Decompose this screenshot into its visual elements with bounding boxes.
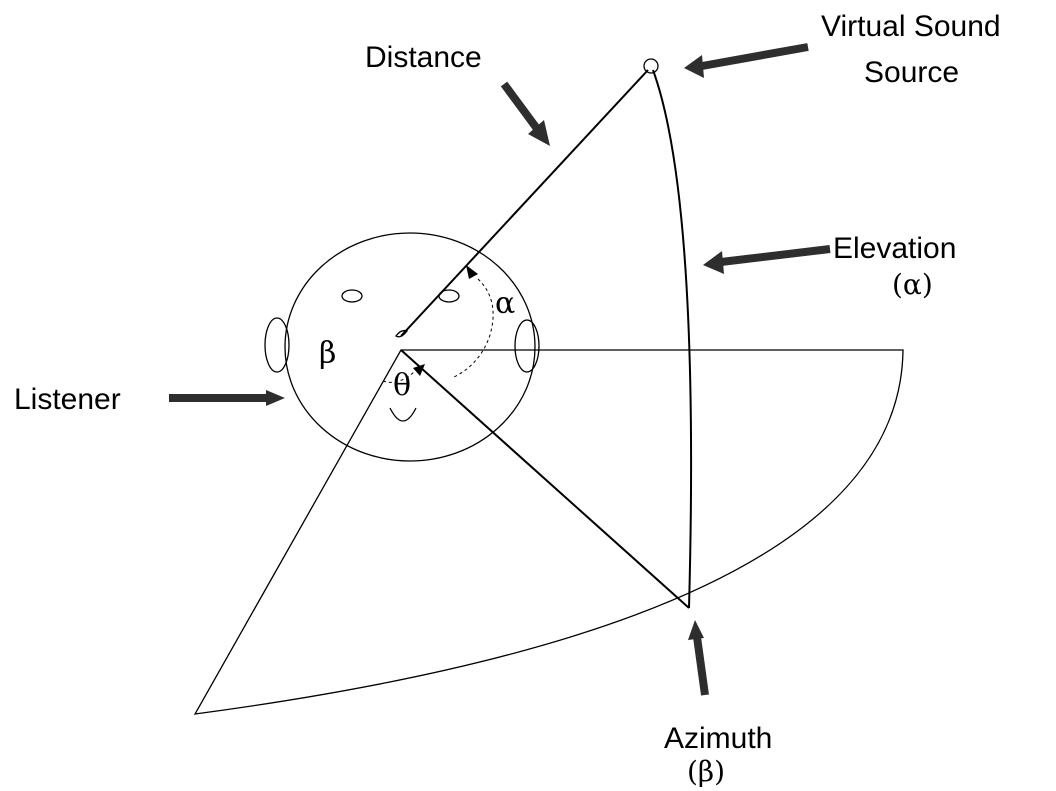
elevation-label: Elevation	[833, 232, 956, 265]
alpha-angle-label: α	[495, 286, 515, 321]
head-outline	[284, 232, 536, 462]
elevation-arc	[652, 69, 693, 609]
listener-label: Listener	[14, 383, 121, 416]
elevation-symbol: (α)	[892, 268, 933, 301]
elevation-pointer-arrow	[703, 245, 831, 274]
azimuth-label: Azimuth	[664, 722, 772, 755]
nose	[395, 329, 409, 338]
listener-pointer-arrow	[169, 390, 285, 406]
left-eye	[341, 289, 363, 303]
theta-angle-label: θ	[393, 368, 411, 403]
alpha-angle-arc	[451, 278, 494, 379]
right-eye	[438, 289, 460, 303]
virtual-sound-source-label-line1: Virtual Sound	[821, 10, 1001, 43]
virtual-sound-source-marker	[643, 58, 659, 74]
theta-arrowhead	[413, 364, 425, 376]
azimuth-pointer-arrow	[688, 620, 709, 696]
theta-angle-arc	[382, 371, 415, 383]
virtual-source-pointer-arrow	[684, 43, 809, 78]
horizontal-plane-sector	[193, 349, 904, 715]
azimuth-symbol: (β)	[687, 755, 725, 788]
virtual-sound-source-label-line2: Source	[864, 56, 959, 89]
alpha-arrowhead	[466, 265, 478, 279]
right-ear	[514, 319, 540, 373]
distance-pointer-arrow	[500, 81, 550, 146]
left-ear	[264, 317, 290, 373]
mouth	[389, 407, 417, 422]
listener-head	[264, 232, 540, 462]
beta-angle-label: β	[319, 336, 336, 371]
distance-label: Distance	[365, 41, 482, 74]
azimuth-radius-line	[400, 349, 690, 609]
